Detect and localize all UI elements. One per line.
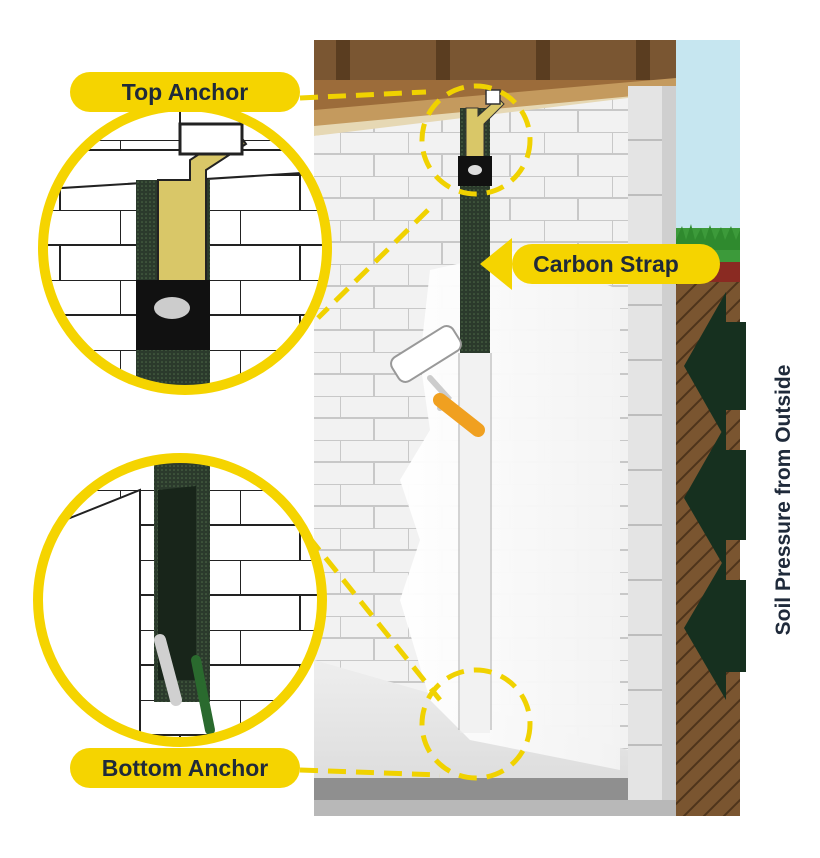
- coating-sheet: [400, 250, 620, 770]
- sky-area: [676, 40, 740, 240]
- bottom-anchor-label: Bottom Anchor: [102, 755, 269, 781]
- pressure-arrow-icon: [684, 292, 746, 700]
- soil-pressure-label: Soil Pressure from Outside: [772, 365, 795, 636]
- paint-roller-icon: [390, 325, 485, 437]
- carbon-strap-label: Carbon Strap: [533, 251, 679, 277]
- carbon-strap-callout: [480, 238, 720, 290]
- bottom-anchor-callout: [70, 748, 300, 788]
- top-anchor-label: Top Anchor: [122, 79, 249, 105]
- bottom-anchor-inset: [33, 453, 327, 747]
- top-anchor-callout: [70, 72, 300, 112]
- top-anchor-inset: [38, 101, 332, 395]
